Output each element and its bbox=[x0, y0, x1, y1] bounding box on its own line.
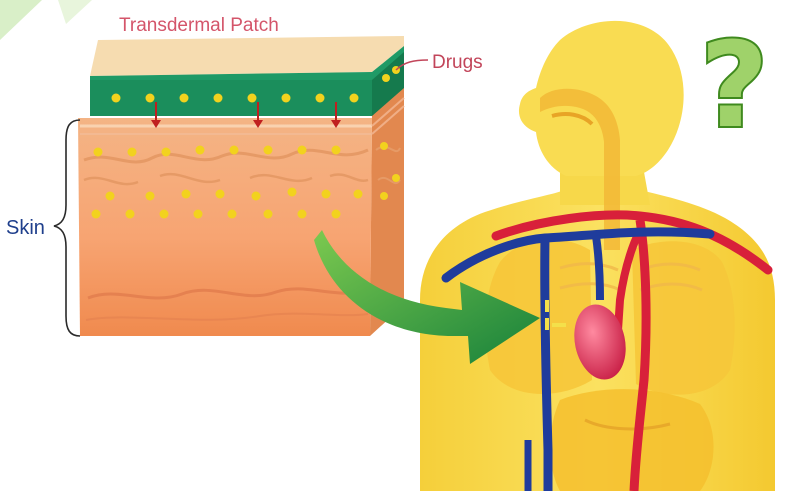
vein bbox=[545, 238, 548, 491]
question-mark-icon: ? bbox=[700, 16, 768, 154]
skin-label: Skin bbox=[6, 217, 45, 239]
corner-shape bbox=[0, 0, 42, 40]
patch-title-label: Transdermal Patch bbox=[119, 15, 279, 36]
skin-brace bbox=[54, 120, 80, 336]
corner-shape bbox=[58, 0, 92, 24]
transdermal-patch bbox=[90, 36, 404, 116]
drugs-label: Drugs bbox=[432, 52, 483, 73]
vein bbox=[596, 236, 600, 300]
